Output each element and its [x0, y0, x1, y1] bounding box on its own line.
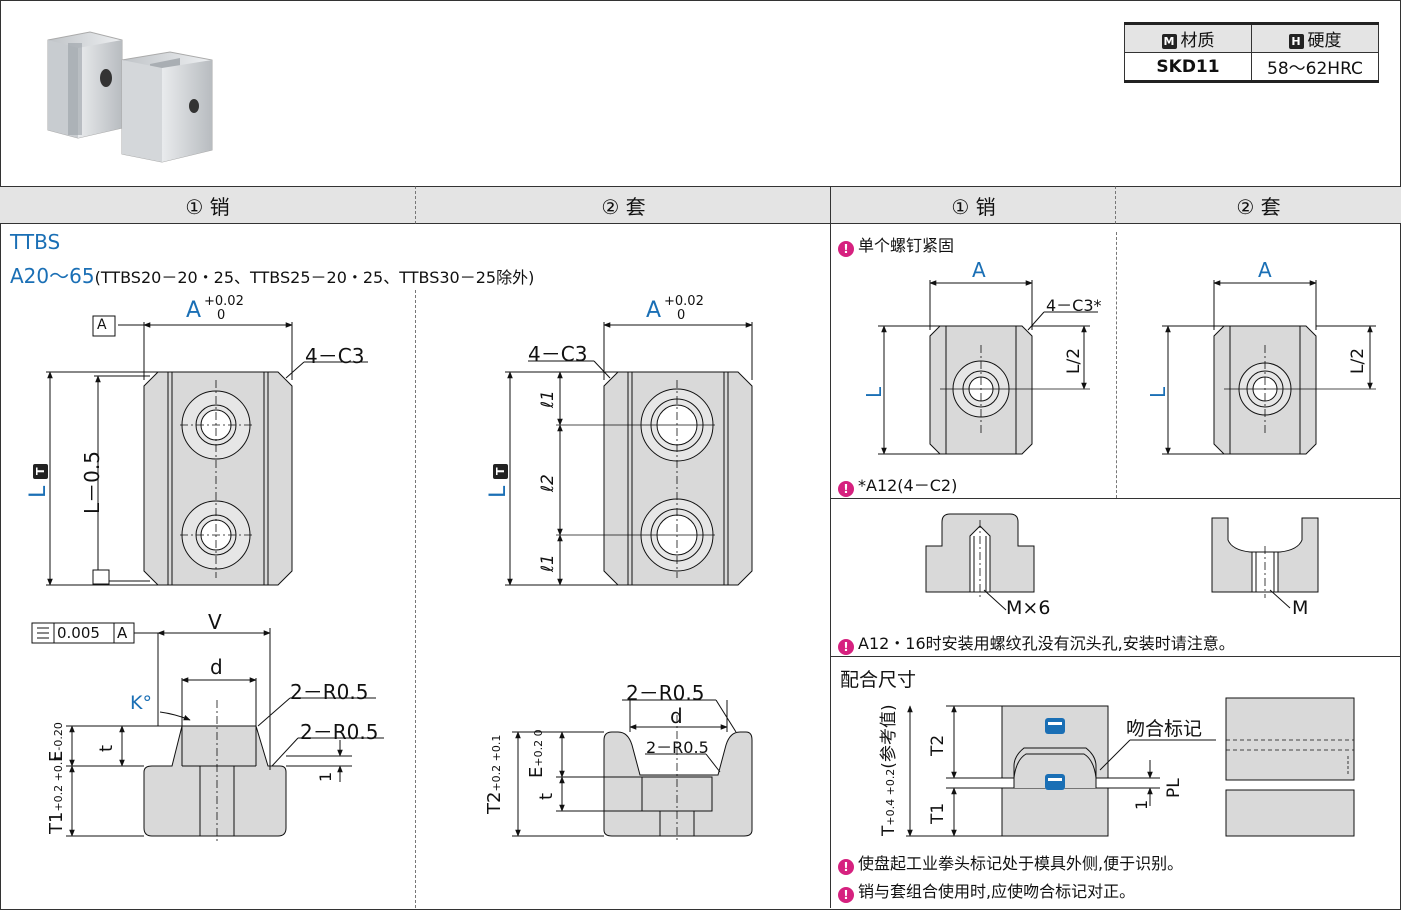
- note-thread: !A12・16时安装用螺纹孔没有沉头孔,安装时请注意。: [838, 630, 1235, 655]
- dim-one-label: 1: [316, 771, 335, 782]
- flatness-ref: A: [117, 624, 128, 642]
- note-single-screw: !单个螺钉紧固: [838, 232, 954, 257]
- pin-top-view: [46, 315, 368, 586]
- radius-2-label: 2－R0.5: [300, 720, 379, 744]
- material-icon: M: [1161, 34, 1177, 49]
- info-icon: !: [838, 887, 854, 903]
- right-bush-dim-l2: L/2: [1348, 347, 1368, 374]
- dim-mx6: M×6: [1006, 597, 1051, 619]
- fit-t1-label: T1: [928, 802, 948, 824]
- right-divider-1: [830, 498, 1400, 499]
- bush-ell1-bottom: ℓ1: [538, 554, 558, 572]
- info-icon: !: [838, 481, 854, 497]
- header-right-bush: ② 套: [1115, 186, 1401, 224]
- panel-divider: [830, 222, 831, 908]
- right-pin-dim-l2: L/2: [1064, 347, 1084, 374]
- note-a12: !*A12(4－C2): [838, 472, 957, 497]
- fist-logo-icon: [1045, 718, 1065, 790]
- info-icon: !: [838, 241, 854, 257]
- radius-1-label: 2－R0.5: [290, 680, 369, 704]
- bush-side-view: [512, 699, 753, 842]
- hardness-icon: H: [1288, 34, 1304, 49]
- material-value: SKD11: [1124, 52, 1252, 83]
- note-fist: !使盘起工业拳头标记处于模具外侧,便于识别。: [838, 850, 1183, 875]
- single-screw-bush-view: [1162, 280, 1376, 455]
- hardness-value: 58～62HRC: [1251, 52, 1379, 83]
- single-screw-pin-view: [878, 280, 1098, 455]
- fit-one-label: 1: [1132, 799, 1151, 810]
- chamfer-label: 4－C3: [305, 344, 365, 368]
- bush-tol-a-lower: 0: [677, 308, 686, 323]
- right-dashed-divider: [1116, 232, 1117, 498]
- flatness-value: 0.005: [57, 624, 100, 642]
- bush-ell2: ℓ2: [538, 474, 558, 492]
- model-range: A20～65(TTBS20－20・25、TTBS25－20・25、TTBS30－…: [10, 264, 535, 288]
- left-dashed-divider: [415, 290, 416, 908]
- bush-radius-outer: 2－R0.5: [626, 681, 705, 705]
- right-pin-chamfer: 4－C3*: [1046, 296, 1102, 315]
- dim-t-label: t: [96, 744, 117, 752]
- fit-mark-label: 吻合标记: [1126, 718, 1203, 740]
- fit-t-label: T+0.4 +0.2(参考值): [879, 704, 899, 836]
- bush-dim-a-label: A: [646, 298, 662, 323]
- tol-a-lower: 0: [217, 308, 226, 323]
- right-bush-dim-l: L: [1146, 386, 1170, 398]
- fit-pl-label: PL: [1164, 778, 1184, 798]
- model-name: TTBS: [10, 230, 61, 254]
- bush-chamfer-label: 4－C3: [528, 342, 588, 366]
- fit-t2-label: T2: [928, 734, 948, 756]
- bush-radius-inner: 2－R0.5: [646, 738, 709, 757]
- angle-k-label: K°: [130, 692, 152, 714]
- bush-dim-t: t: [536, 792, 557, 800]
- bush-ell1-top: ℓ1: [538, 390, 558, 408]
- bush-tol-a-upper: +0.02: [664, 294, 704, 309]
- thread-section-views: [925, 513, 1319, 611]
- bush-dim-e: E+0.2 0: [526, 729, 547, 778]
- dim-a-label: A: [186, 298, 202, 323]
- right-bush-dim-a: A: [1258, 258, 1272, 282]
- dim-l-label: L T: [26, 460, 51, 498]
- dim-l-minus-label: L－0.5: [80, 451, 104, 514]
- product-photo: [47, 31, 213, 163]
- datum-a-label: A: [97, 317, 107, 333]
- tol-a-upper: +0.02: [204, 294, 244, 309]
- bush-dim-l-icon: T: [493, 463, 508, 479]
- pin-side-view: [31, 622, 384, 842]
- bush-dim-t2: T2+0.2 +0.1: [484, 734, 505, 814]
- dim-d-label: d: [210, 655, 223, 679]
- header-left-bush: ② 套: [415, 186, 831, 224]
- header-left-pin: ① 销: [0, 186, 415, 224]
- right-pin-dim-l: L: [862, 386, 886, 398]
- dim-v-label: V: [208, 610, 222, 634]
- note-align: !销与套组合使用时,应使吻合标记对正。: [838, 878, 1135, 903]
- fit-title: 配合尺寸: [840, 669, 917, 691]
- bush-top-view: [505, 322, 753, 586]
- right-pin-dim-a: A: [972, 258, 986, 282]
- bush-dim-d: d: [670, 704, 683, 728]
- dim-t1-label: T1+0.2 +0.1: [46, 754, 67, 834]
- header-right-pin: ① 销: [830, 186, 1116, 224]
- right-divider-2: [830, 656, 1400, 657]
- dim-l-icon: T: [33, 463, 48, 479]
- fit-dimension-view: [906, 697, 1355, 837]
- bush-dim-l-label: L T: [486, 460, 511, 498]
- dim-m: M: [1292, 597, 1309, 619]
- info-icon: !: [838, 859, 854, 875]
- info-icon: !: [838, 639, 854, 655]
